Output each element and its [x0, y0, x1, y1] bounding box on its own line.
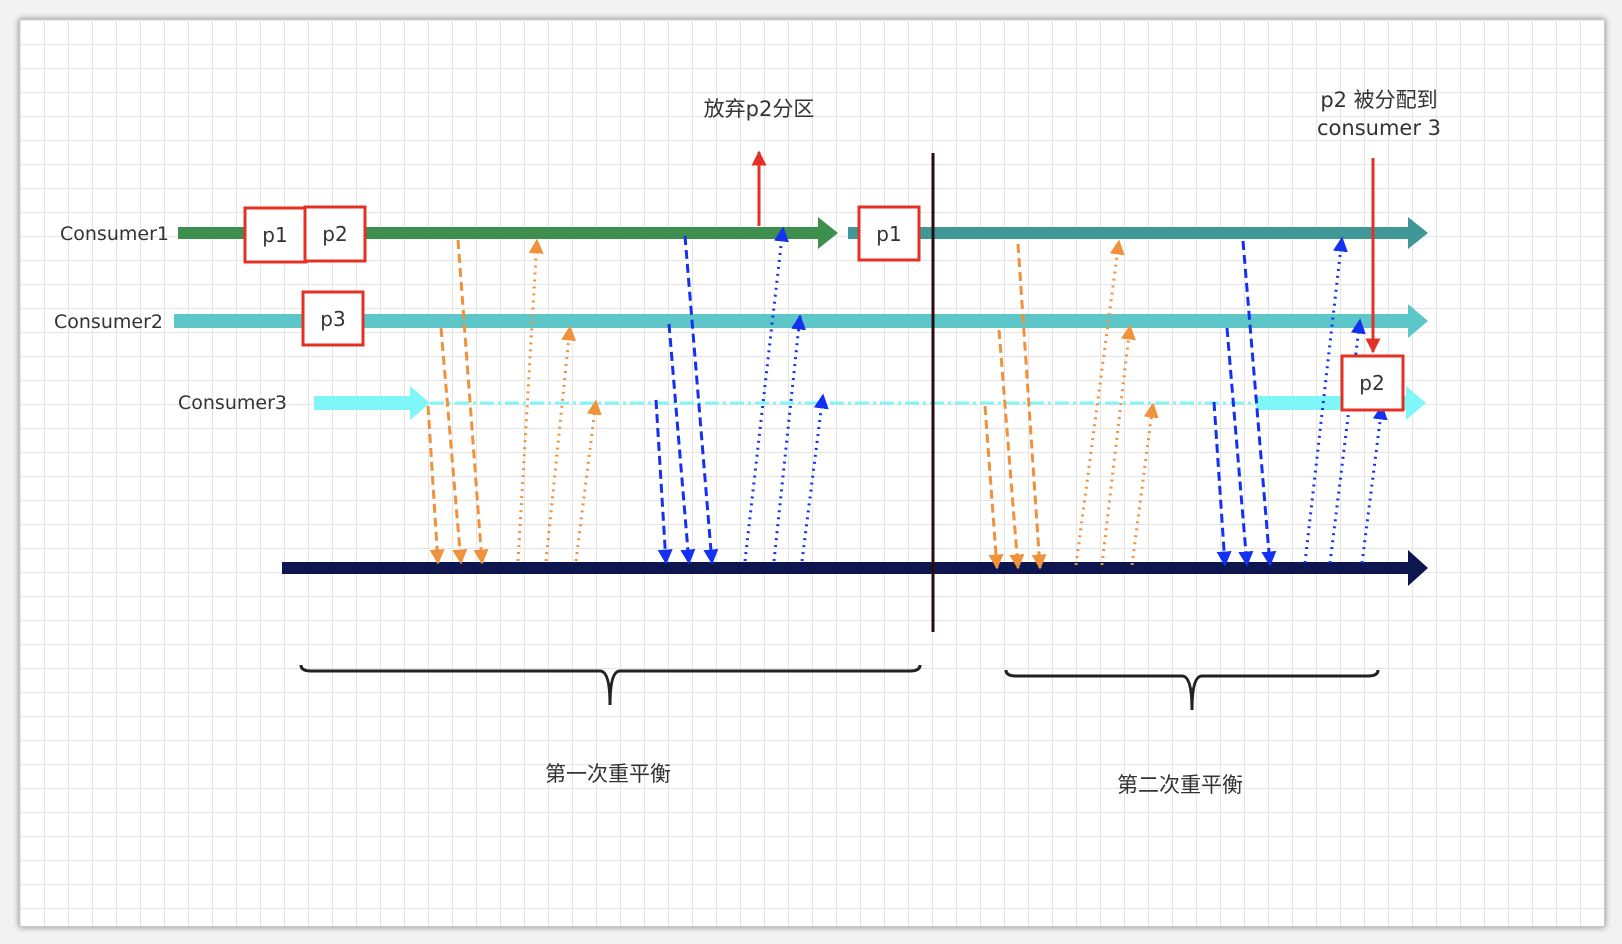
partition-label: p3 [320, 307, 345, 331]
first-rebalance-label: 第一次重平衡 [545, 762, 671, 786]
partition-box-c1-p1: p1 [243, 206, 308, 264]
partition-box-c1-p2: p2 [303, 205, 367, 263]
coordinator-timeline [282, 550, 1428, 586]
partition-label: p1 [876, 222, 901, 246]
second-rebalance-label: 第二次重平衡 [1117, 773, 1243, 797]
diagram-canvas: Consumer1 Consumer2 Consumer3 [19, 19, 1605, 927]
consumer3-label: Consumer3 [178, 392, 287, 414]
second-rebalance-orange-arrows [983, 239, 1159, 570]
consumer3-timeline [314, 386, 1426, 420]
first-rebalance-brace [299, 664, 922, 706]
consumer2-label: Consumer2 [54, 311, 163, 333]
second-rebalance-brace [1004, 669, 1380, 711]
partition-label: p1 [262, 223, 287, 247]
partition-box-c2-p3: p3 [301, 290, 365, 347]
first-rebalance-blue-arrows [654, 226, 829, 565]
assign-p2-annotation-line1: p2 被分配到 [1320, 88, 1437, 112]
first-rebalance-orange-arrows [426, 238, 602, 565]
consumer1-label: Consumer1 [60, 223, 169, 245]
partition-label: p2 [1359, 371, 1384, 395]
rebalance-diagram: Consumer1 Consumer2 Consumer3 [54, 88, 1441, 797]
assign-p2-annotation-line2: consumer 3 [1317, 116, 1441, 140]
partition-box-c3-p2: p2 [1340, 354, 1405, 412]
partition-label: p2 [322, 222, 347, 246]
partition-box-c1-p1-after: p1 [857, 205, 921, 262]
abandon-p2-annotation: 放弃p2分区 [704, 97, 815, 121]
